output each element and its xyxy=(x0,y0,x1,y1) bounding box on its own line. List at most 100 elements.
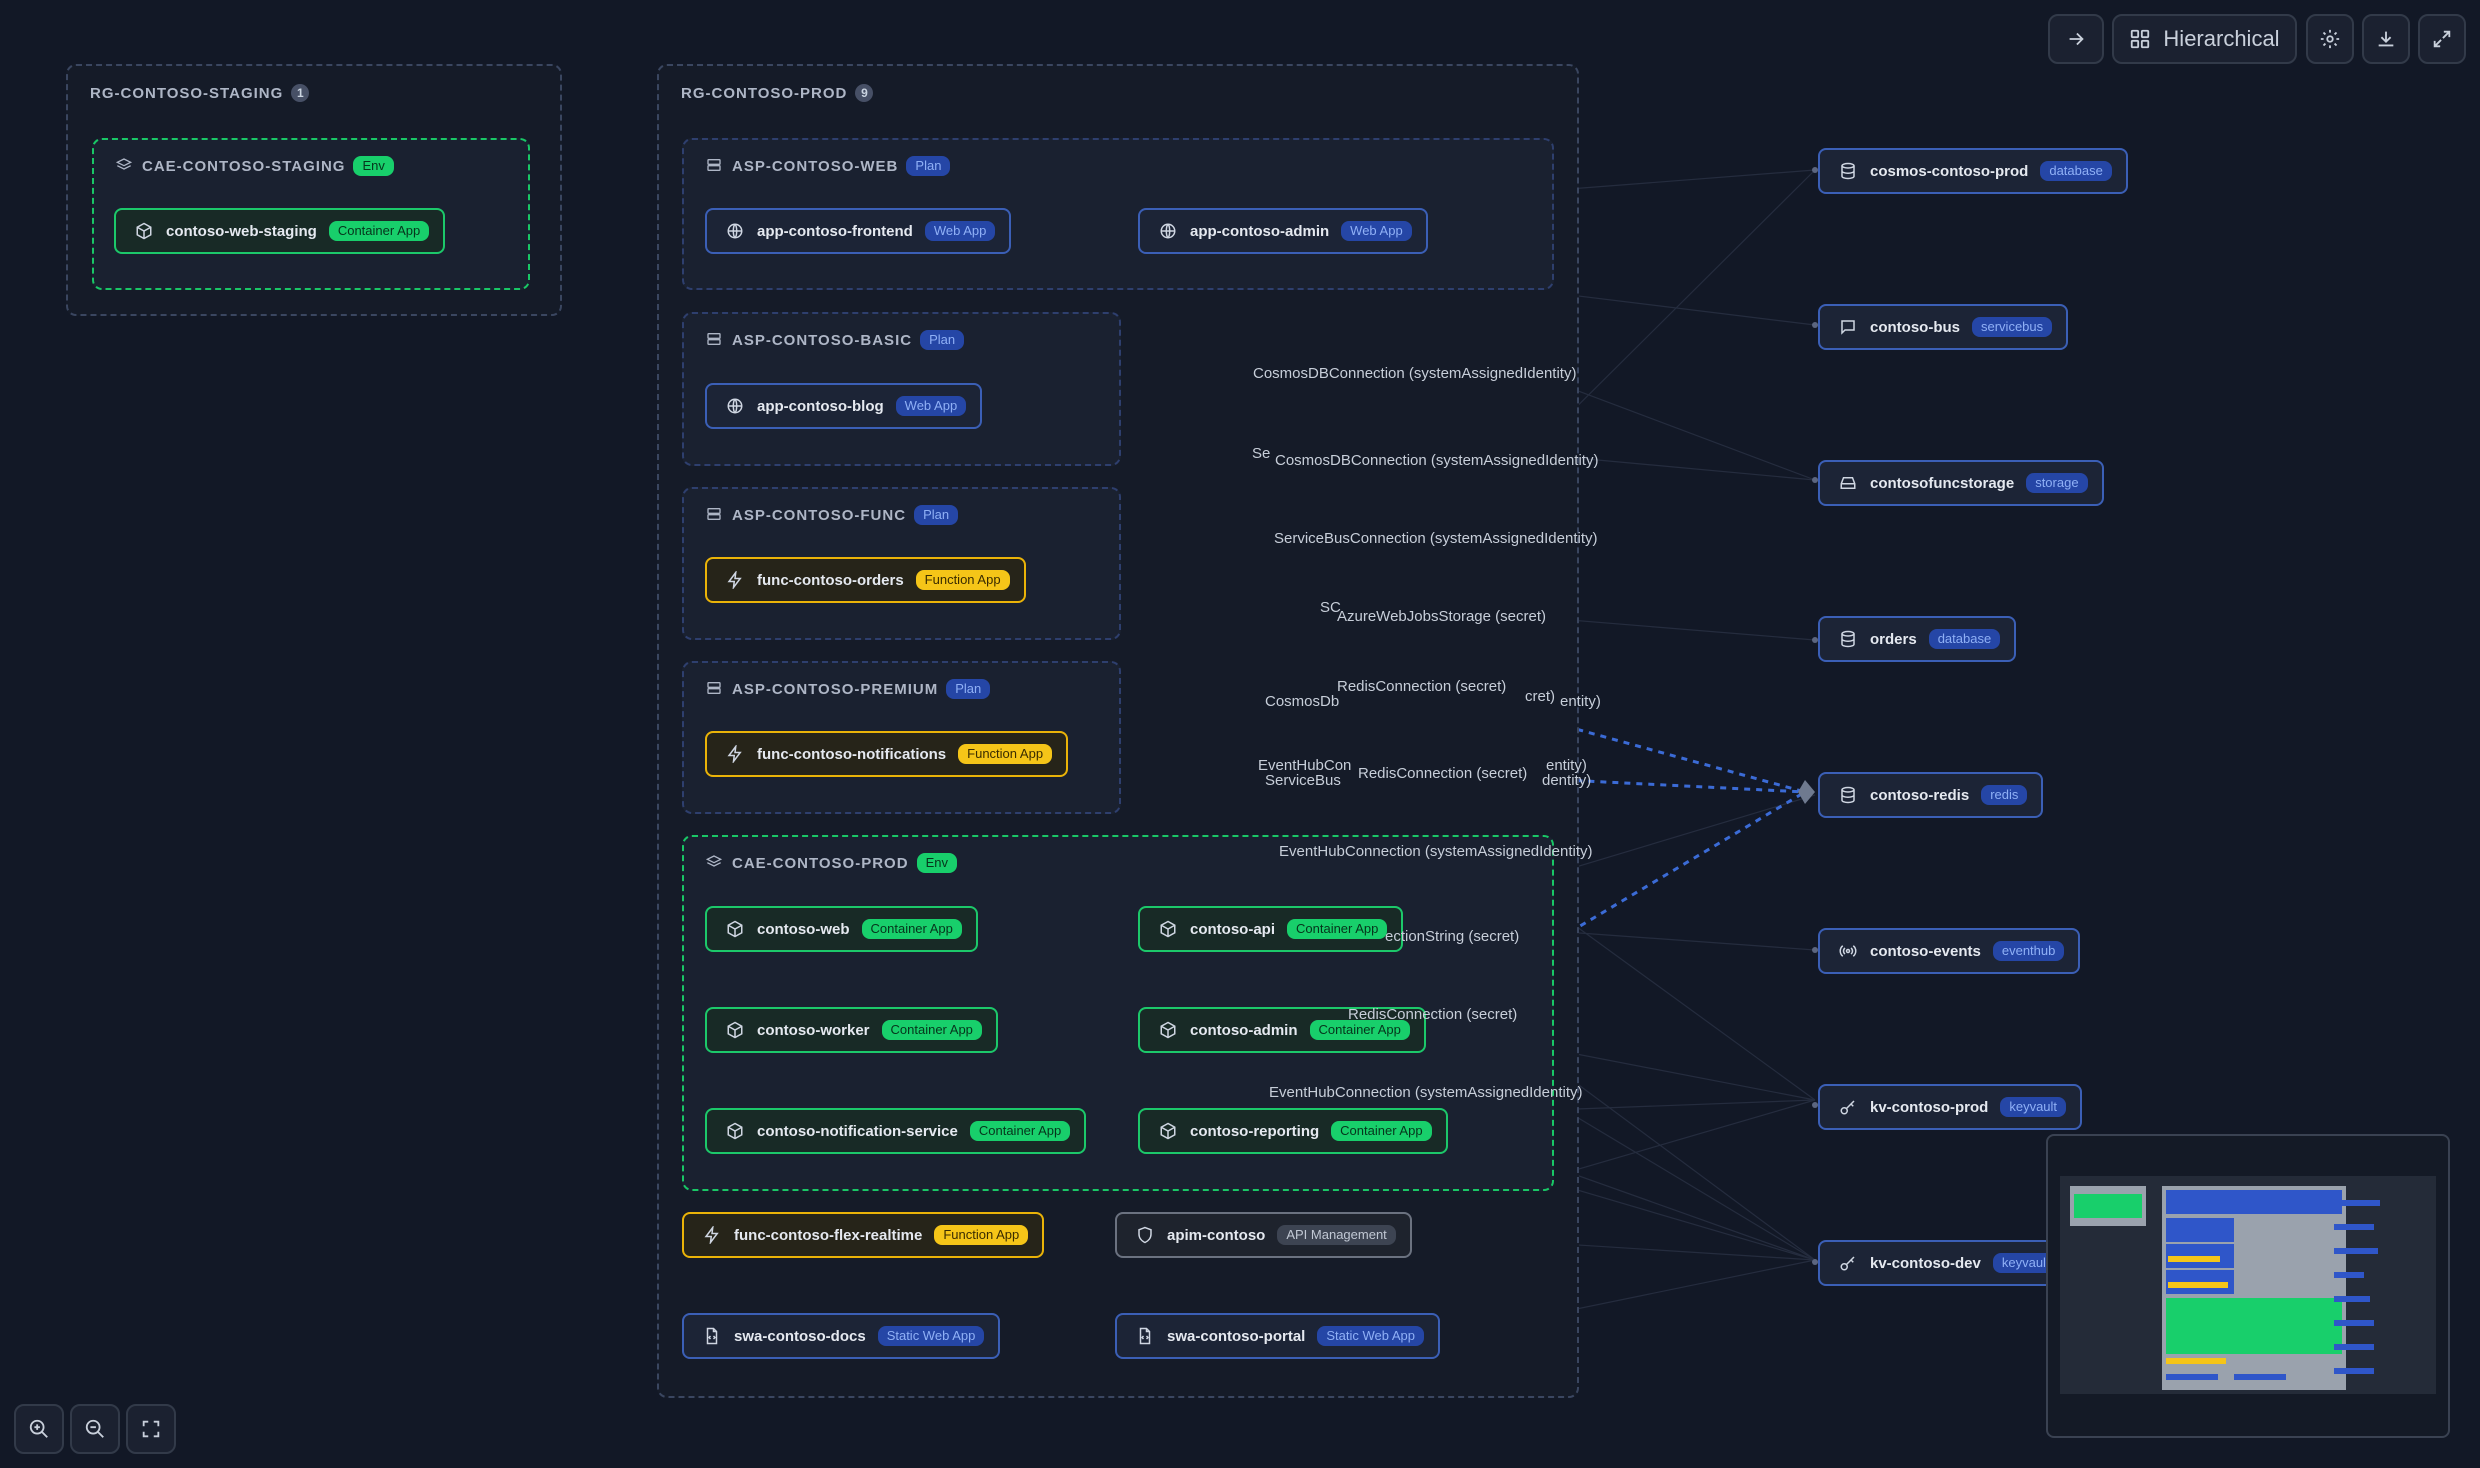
minimap-service xyxy=(2334,1320,2374,1326)
app-name: app-contoso-blog xyxy=(757,397,884,415)
app-type-tag: Function App xyxy=(958,744,1053,764)
app-node-contoso-api[interactable]: contoso-api Container App xyxy=(1138,906,1404,952)
zoom-in-button[interactable] xyxy=(14,1404,64,1454)
app-node-func-contoso-flex-realtime[interactable]: func-contoso-flex-realtime Function App xyxy=(682,1212,1045,1258)
app-node-swa-contoso-portal[interactable]: swa-contoso-portal Static Web App xyxy=(1115,1313,1440,1359)
app-name: contoso-reporting xyxy=(1190,1122,1320,1140)
app-node-func-contoso-orders[interactable]: func-contoso-orders Function App xyxy=(705,557,1026,603)
app-node-contoso-notification-service[interactable]: contoso-notification-service Container A… xyxy=(705,1108,1087,1154)
app-node-contoso-reporting[interactable]: contoso-reporting Container App xyxy=(1138,1108,1448,1154)
zoom-out-button[interactable] xyxy=(70,1404,120,1454)
expand-button[interactable] xyxy=(2418,14,2466,64)
app-node-app-contoso-frontend[interactable]: app-contoso-frontend Web App xyxy=(705,208,1012,254)
app-name: swa-contoso-portal xyxy=(1167,1327,1306,1345)
expand-icon xyxy=(2431,28,2453,50)
resource-group-count: 9 xyxy=(855,84,874,102)
app-name: contoso-notification-service xyxy=(757,1122,958,1140)
app-node-contoso-web-staging[interactable]: contoso-web-staging Container App xyxy=(114,208,446,254)
minimap[interactable] xyxy=(2046,1134,2450,1438)
app-type-tag: Function App xyxy=(934,1225,1029,1245)
database-icon xyxy=(1838,629,1858,649)
minimap-plan-web xyxy=(2166,1190,2342,1214)
service-type-tag: keyvault xyxy=(1992,1253,2059,1273)
minimap-service xyxy=(2334,1224,2374,1230)
service-node-contosofuncstorage[interactable]: contosofuncstorage storage xyxy=(1818,460,2104,506)
app-name: func-contoso-notifications xyxy=(757,745,947,763)
plan-tag: Plan xyxy=(946,679,991,699)
app-type-tag: Web App xyxy=(924,221,996,241)
plan-tag: Env xyxy=(353,156,394,176)
app-node-app-contoso-blog[interactable]: app-contoso-blog Web App xyxy=(705,383,983,429)
server-icon xyxy=(706,157,724,175)
plan-header: ASP-CONTOSO-FUNC Plan xyxy=(706,505,959,525)
globe-icon xyxy=(725,396,745,416)
plan-tag: Plan xyxy=(920,330,965,350)
service-node-contoso-bus[interactable]: contoso-bus servicebus xyxy=(1818,304,2069,350)
service-node-contoso-redis[interactable]: contoso-redis redis xyxy=(1818,772,2044,818)
server-icon xyxy=(706,680,724,698)
resource-group-name: RG-CONTOSO-STAGING xyxy=(90,84,284,102)
app-type-tag: Container App xyxy=(881,1020,982,1040)
service-node-kv-contoso-dev[interactable]: kv-contoso-dev keyvault xyxy=(1818,1240,2075,1286)
service-name: contoso-redis xyxy=(1870,786,1970,804)
edge-label: CosmosDBConnection (systemAssignedIdenti… xyxy=(1275,452,1599,469)
app-node-contoso-web[interactable]: contoso-web Container App xyxy=(705,906,978,952)
plan-header: CAE-CONTOSO-STAGING Env xyxy=(116,156,394,176)
app-type-tag: Container App xyxy=(1331,1121,1432,1141)
database-icon xyxy=(1838,785,1858,805)
download-button[interactable] xyxy=(2362,14,2410,64)
app-node-contoso-admin[interactable]: contoso-admin Container App xyxy=(1138,1007,1426,1053)
globe-icon xyxy=(725,221,745,241)
layout-mode-button[interactable]: Hierarchical xyxy=(2112,14,2297,64)
service-node-contoso-events[interactable]: contoso-events eventhub xyxy=(1818,928,2081,974)
layers-icon xyxy=(116,157,134,175)
resource-group-name: RG-CONTOSO-PROD xyxy=(681,84,848,102)
edge-label: SC xyxy=(1320,599,1341,616)
minimap-func-orders xyxy=(2168,1256,2220,1262)
cube-icon xyxy=(725,919,745,939)
fit-view-button[interactable] xyxy=(126,1404,176,1454)
app-node-func-contoso-notifications[interactable]: func-contoso-notifications Function App xyxy=(705,731,1069,777)
lightning-icon xyxy=(725,744,745,764)
app-node-contoso-worker[interactable]: contoso-worker Container App xyxy=(705,1007,998,1053)
database-icon xyxy=(1838,161,1858,181)
key-icon xyxy=(1838,1097,1858,1117)
arrow-right-icon xyxy=(2065,28,2087,50)
service-node-kv-contoso-prod[interactable]: kv-contoso-prod keyvault xyxy=(1818,1084,2083,1130)
edge-label: EventHubCon xyxy=(1258,757,1352,774)
cube-icon xyxy=(1158,1121,1178,1141)
download-icon xyxy=(2375,28,2397,50)
edge-label: entity) xyxy=(1546,757,1587,774)
app-name: contoso-web xyxy=(757,920,850,938)
shield-icon xyxy=(1135,1225,1155,1245)
grid-icon xyxy=(2129,28,2151,50)
plan-tag: Env xyxy=(916,853,957,873)
edge-label: ServiceBus xyxy=(1265,772,1341,789)
plan-name: CAE-CONTOSO-STAGING xyxy=(142,157,346,175)
app-name: func-contoso-orders xyxy=(757,571,904,589)
service-node-cosmos-contoso-prod[interactable]: cosmos-contoso-prod database xyxy=(1818,148,2128,194)
settings-button[interactable] xyxy=(2306,14,2354,64)
service-node-orders[interactable]: orders database xyxy=(1818,616,2017,662)
plan-header: ASP-CONTOSO-WEB Plan xyxy=(706,156,951,176)
fit-view-icon xyxy=(140,1418,162,1440)
gear-icon xyxy=(2319,28,2341,50)
minimap-staging-node xyxy=(2074,1194,2142,1218)
minimap-service xyxy=(2334,1272,2364,1278)
app-node-app-contoso-admin[interactable]: app-contoso-admin Web App xyxy=(1138,208,1428,254)
app-name: func-contoso-flex-realtime xyxy=(734,1226,923,1244)
resource-group-header: RG-CONTOSO-STAGING 1 xyxy=(90,84,310,102)
app-name: contoso-web-staging xyxy=(166,222,317,240)
navigate-button[interactable] xyxy=(2048,14,2104,64)
app-node-apim-contoso[interactable]: apim-contoso API Management xyxy=(1115,1212,1412,1258)
app-type-tag: Container App xyxy=(328,221,430,241)
server-icon xyxy=(706,506,724,524)
message-icon xyxy=(1838,317,1858,337)
minimap-service xyxy=(2334,1344,2374,1350)
app-name: contoso-admin xyxy=(1190,1021,1298,1039)
app-node-swa-contoso-docs[interactable]: swa-contoso-docs Static Web App xyxy=(682,1313,1001,1359)
app-type-tag: Container App xyxy=(969,1121,1071,1141)
app-name: swa-contoso-docs xyxy=(734,1327,866,1345)
plan-name: ASP-CONTOSO-PREMIUM xyxy=(732,680,939,698)
